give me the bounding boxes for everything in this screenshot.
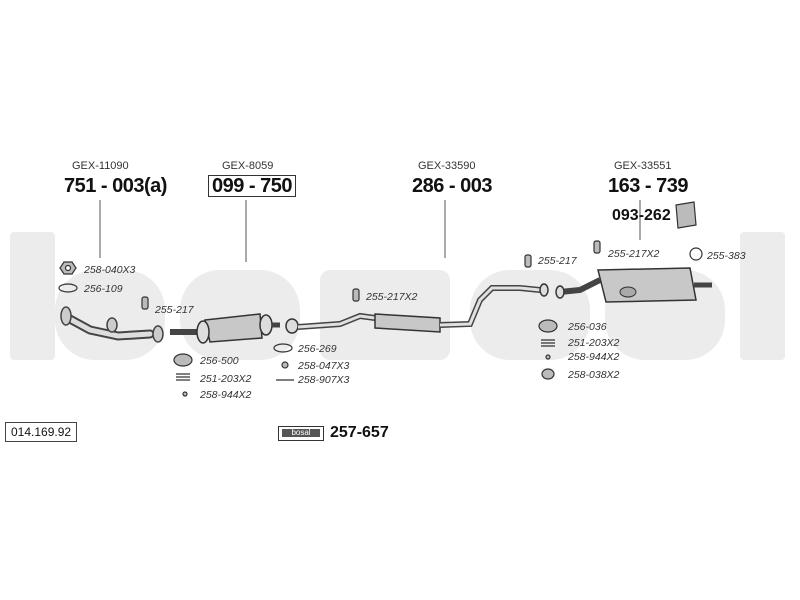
gex-label-4: GEX-33551 [614, 160, 672, 172]
label-255-217x2-b[interactable]: 255-217X2 [608, 248, 660, 260]
label-258-944x2-b[interactable]: 258-944X2 [568, 351, 620, 363]
bosal-logo-box: bosal [278, 426, 324, 441]
gex-label-2: GEX-8059 [222, 160, 274, 172]
gex-label-1: GEX-11090 [72, 160, 129, 172]
rear-silencer [555, 267, 712, 303]
label-251-203x2-a[interactable]: 251-203X2 [200, 373, 252, 385]
part-number-3[interactable]: 286 - 003 [412, 175, 493, 197]
gex-label-3: GEX-33590 [418, 160, 476, 172]
label-256-269[interactable]: 256-269 [298, 343, 337, 355]
label-255-383[interactable]: 255-383 [707, 250, 746, 262]
label-256-500[interactable]: 256-500 [200, 355, 239, 367]
label-258-907x3[interactable]: 258-907X3 [298, 374, 350, 386]
label-256-036[interactable]: 256-036 [568, 321, 607, 333]
middle-pipe [285, 283, 549, 334]
part-number-4[interactable]: 163 - 739 [608, 175, 689, 197]
label-255-217-a[interactable]: 255-217 [155, 304, 194, 316]
label-256-109[interactable]: 256-109 [84, 283, 123, 295]
front-pipe [60, 306, 164, 343]
part-number-2[interactable]: 099 - 750 [208, 175, 297, 197]
part-number-1[interactable]: 751 - 003(a) [64, 175, 167, 197]
label-251-203x2-b[interactable]: 251-203X2 [568, 337, 620, 349]
bosal-logo-text: bosal [282, 429, 320, 437]
brand-part-number[interactable]: 257-657 [330, 424, 389, 441]
leader-lines [99, 200, 641, 262]
label-255-217-b[interactable]: 255-217 [538, 255, 577, 267]
sub-part-number[interactable]: 093-262 [612, 207, 671, 224]
small-parts [58, 201, 703, 397]
label-255-217x2-a[interactable]: 255-217X2 [366, 291, 418, 303]
label-258-040x3[interactable]: 258-040X3 [84, 264, 136, 276]
label-258-944x2-a[interactable]: 258-944X2 [200, 389, 252, 401]
reference-number: 014.169.92 [5, 422, 78, 442]
label-258-038x2[interactable]: 258-038X2 [568, 369, 620, 381]
label-258-047x3[interactable]: 258-047X3 [298, 360, 350, 372]
catalytic-converter [170, 313, 280, 344]
